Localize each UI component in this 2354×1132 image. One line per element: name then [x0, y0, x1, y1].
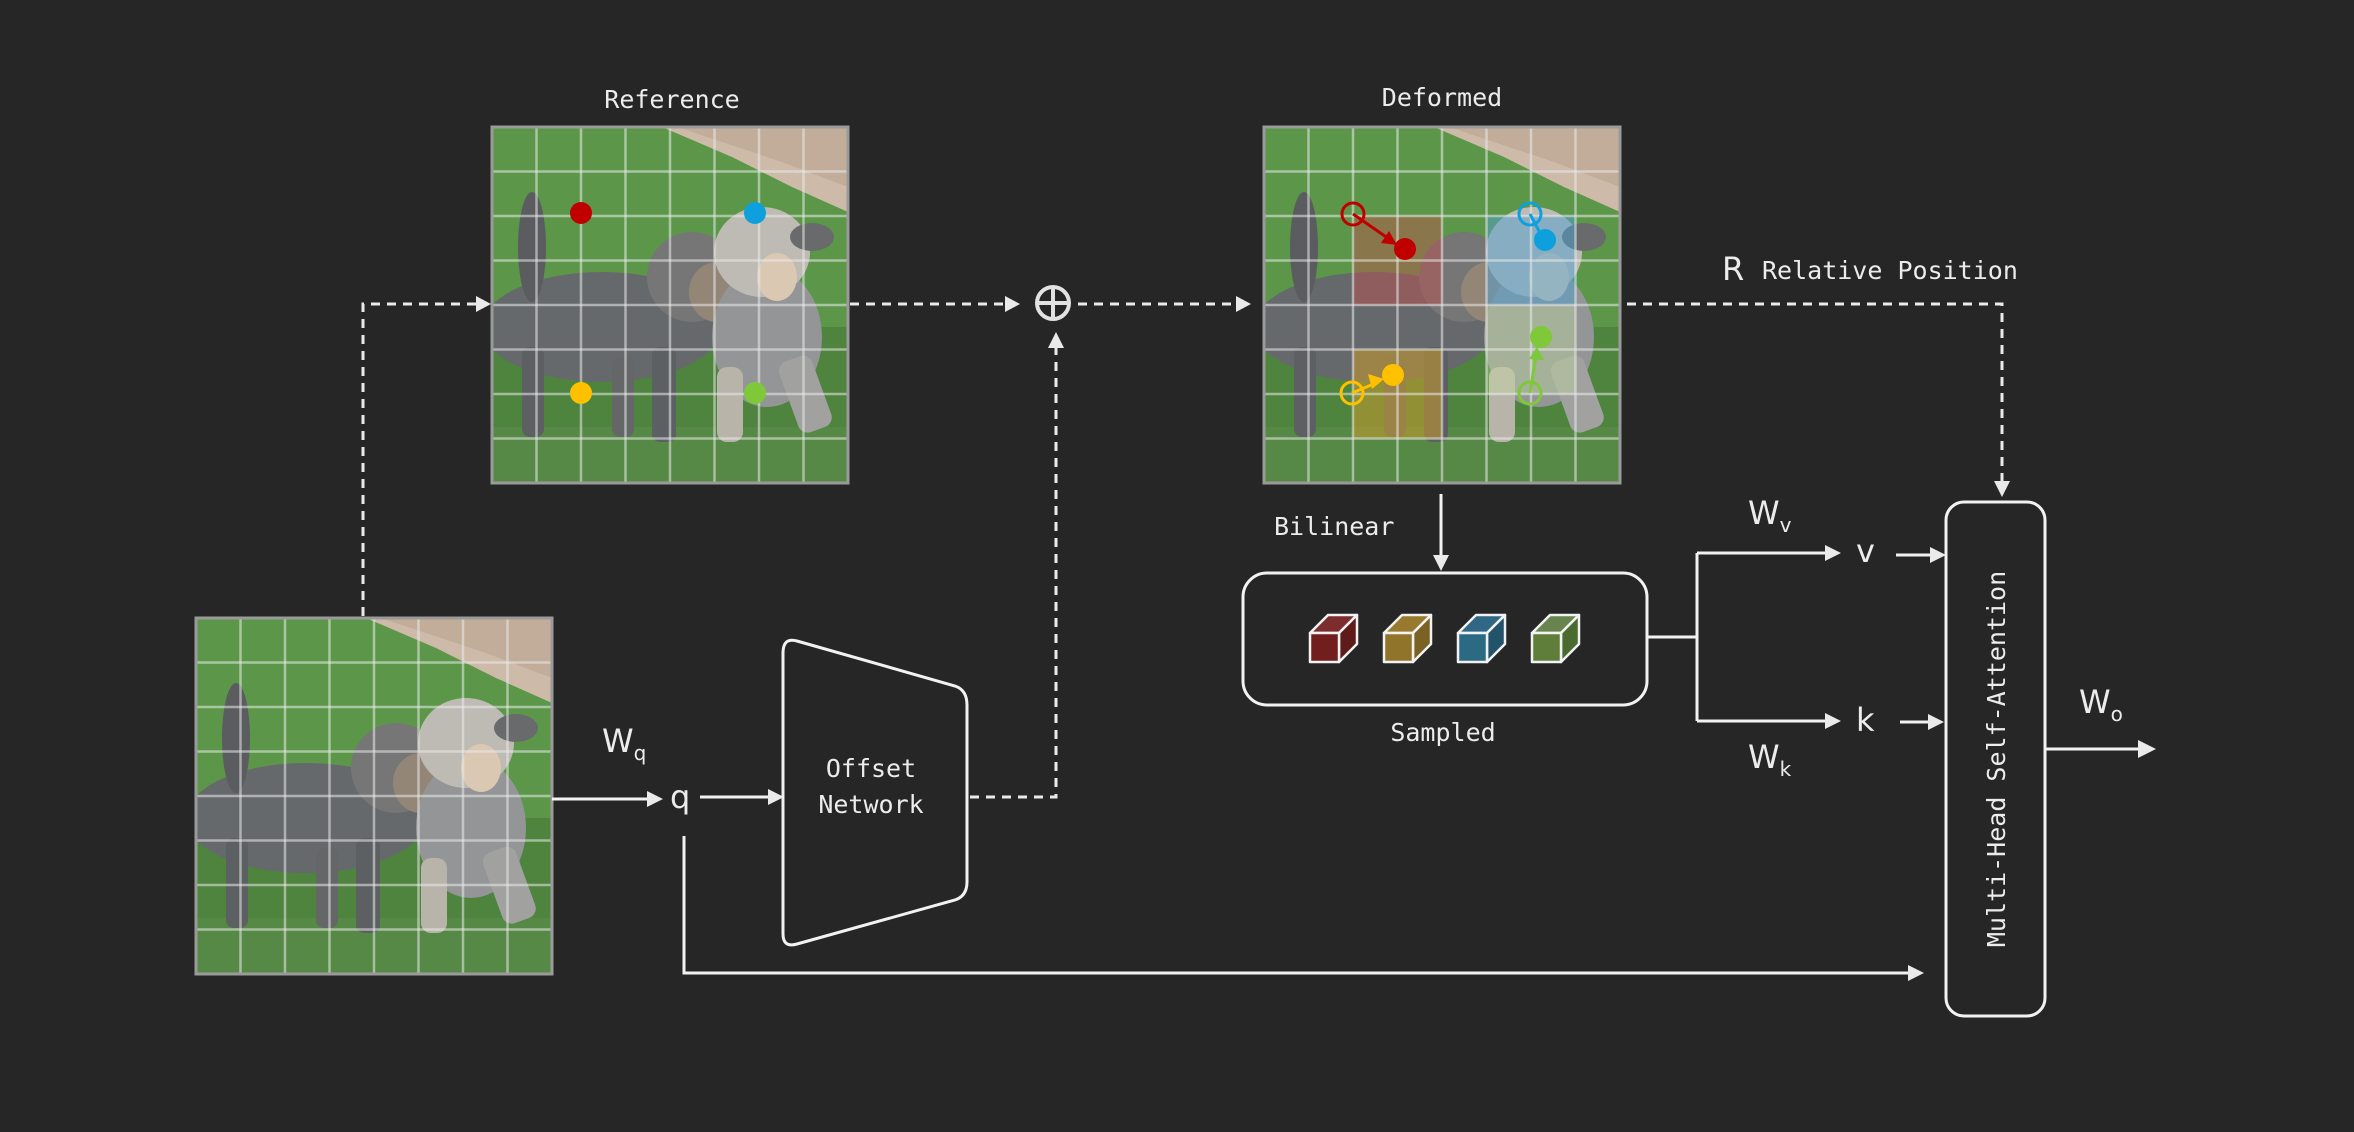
sampled-to-vk-branch [1648, 551, 1826, 723]
reference-point-green [744, 382, 766, 404]
offset-network-label-line1: Offset [826, 754, 916, 783]
relative-position-symbol: R [1722, 250, 1744, 288]
sampled-features-box [1241, 571, 1649, 707]
v-label: v [1856, 532, 1875, 570]
sum-operator: ⊕ [1035, 285, 1071, 321]
sampled-cube-blue [1456, 613, 1507, 664]
offset-network-block [781, 638, 969, 947]
offset-arrow-green [1529, 347, 1544, 360]
sampled-cube-yellow [1382, 613, 1433, 664]
deformed-point-yellow [1382, 364, 1404, 386]
deformed-point-blue [1534, 229, 1556, 251]
offset-arrow-yellow [1368, 374, 1384, 389]
deformed-origin-yellow [1339, 380, 1365, 406]
wv-label: Wv [1748, 494, 1792, 537]
input-to-reference-arrow [361, 302, 478, 616]
deformed-image [1262, 125, 1622, 485]
wq-label: Wq [602, 722, 646, 765]
reference-image [490, 125, 850, 485]
q-label: q [670, 778, 690, 816]
reference-title: Reference [604, 85, 739, 114]
bilinear-label: Bilinear [1274, 512, 1394, 541]
input-image [194, 616, 554, 976]
k-label: k [1856, 701, 1875, 739]
deformed-origin-green [1517, 380, 1543, 406]
reference-point-yellow [570, 382, 592, 404]
mhsa-label: Multi-Head Self-Attention [1982, 571, 2011, 947]
deformed-origin-blue [1517, 201, 1543, 227]
multi-head-self-attention-block [1944, 500, 2047, 1018]
sampled-label: Sampled [1390, 718, 1495, 747]
wo-label: Wo [2079, 683, 2123, 726]
offset-network-label-line2: Network [818, 790, 923, 819]
deformed-title: Deformed [1382, 83, 1502, 112]
relative-position-arrow [1627, 302, 2004, 482]
relative-position-label: Relative Position [1762, 256, 2018, 285]
sampled-cube-green [1530, 613, 1581, 664]
deformed-point-red [1394, 238, 1416, 260]
deformed-origin-red [1340, 201, 1366, 227]
offset-arrow-red [1381, 231, 1397, 245]
sampled-cube-red [1308, 613, 1359, 664]
reference-point-red [570, 202, 592, 224]
deformed-point-green [1530, 326, 1552, 348]
offset-to-sum-arrow [970, 347, 1058, 799]
q-to-mhsa-arrow [682, 836, 1910, 975]
reference-point-blue [744, 202, 766, 224]
wk-label: Wk [1748, 738, 1792, 781]
